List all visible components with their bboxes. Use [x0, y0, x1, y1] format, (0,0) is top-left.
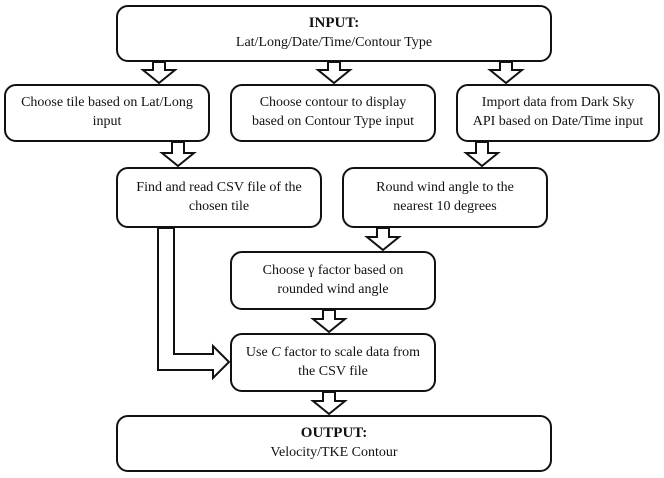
scale-data-box: Use C factor to scale data from the CSV … — [230, 333, 436, 392]
choose-gamma-prefix: Choose — [262, 262, 309, 278]
round-angle-line1: Round wind angle to the — [376, 179, 514, 195]
read-csv-line2: chosen tile — [188, 198, 250, 214]
arrow-import-to-round — [463, 141, 501, 168]
arrow-scale-to-output — [310, 391, 348, 416]
arrow-input-to-contour — [315, 61, 353, 85]
scale-data-line1: Use C factor to scale data from — [246, 344, 420, 363]
read-csv-line1: Find and read CSV file of the — [136, 179, 302, 195]
input-subtitle: Lat/Long/Date/Time/Contour Type — [235, 34, 433, 50]
scale-data-line2: the CSV file — [298, 363, 368, 379]
choose-tile-line1: Choose tile based on Lat/Long — [21, 95, 193, 111]
choose-contour-box: Choose contour to display based on Conto… — [230, 84, 436, 142]
arrow-gamma-to-scale — [310, 309, 348, 334]
choose-gamma-line2: rounded wind angle — [277, 281, 389, 297]
gamma-symbol: γ — [308, 262, 315, 278]
input-title: INPUT: — [308, 15, 360, 32]
c-factor-symbol: C — [271, 344, 281, 360]
choose-gamma-suffix: factor based on — [314, 262, 404, 278]
choose-gamma-line1: Choose γ factor based on — [263, 262, 404, 281]
round-angle-box: Round wind angle to the nearest 10 degre… — [342, 167, 548, 228]
import-data-line1: Import data from Dark Sky — [481, 95, 635, 111]
arrow-input-to-tile — [140, 61, 178, 85]
choose-tile-box: Choose tile based on Lat/Long input — [4, 84, 210, 142]
round-angle-line2: nearest 10 degrees — [393, 198, 497, 214]
output-subtitle: Velocity/TKE Contour — [270, 444, 398, 460]
arrow-round-to-gamma — [364, 227, 402, 252]
output-box: OUTPUT: Velocity/TKE Contour — [116, 415, 552, 472]
read-csv-box: Find and read CSV file of the chosen til… — [116, 167, 322, 228]
arrow-csv-to-scale — [157, 227, 231, 381]
output-title: OUTPUT: — [300, 425, 368, 442]
choose-tile-line2: input — [92, 114, 122, 129]
import-data-box: Import data from Dark Sky API based on D… — [456, 84, 660, 142]
arrow-tile-to-csv — [159, 141, 197, 168]
arrow-input-to-import — [487, 61, 525, 85]
scale-data-prefix: Use — [245, 344, 272, 360]
scale-data-suffix: factor to scale data from — [280, 344, 421, 360]
choose-contour-line1: Choose contour to display — [259, 95, 407, 111]
import-data-line2: API based on Date/Time input — [472, 114, 644, 129]
input-box: INPUT: Lat/Long/Date/Time/Contour Type — [116, 5, 552, 62]
choose-contour-line2: based on Contour Type input — [251, 114, 415, 129]
choose-gamma-box: Choose γ factor based on rounded wind an… — [230, 251, 436, 310]
